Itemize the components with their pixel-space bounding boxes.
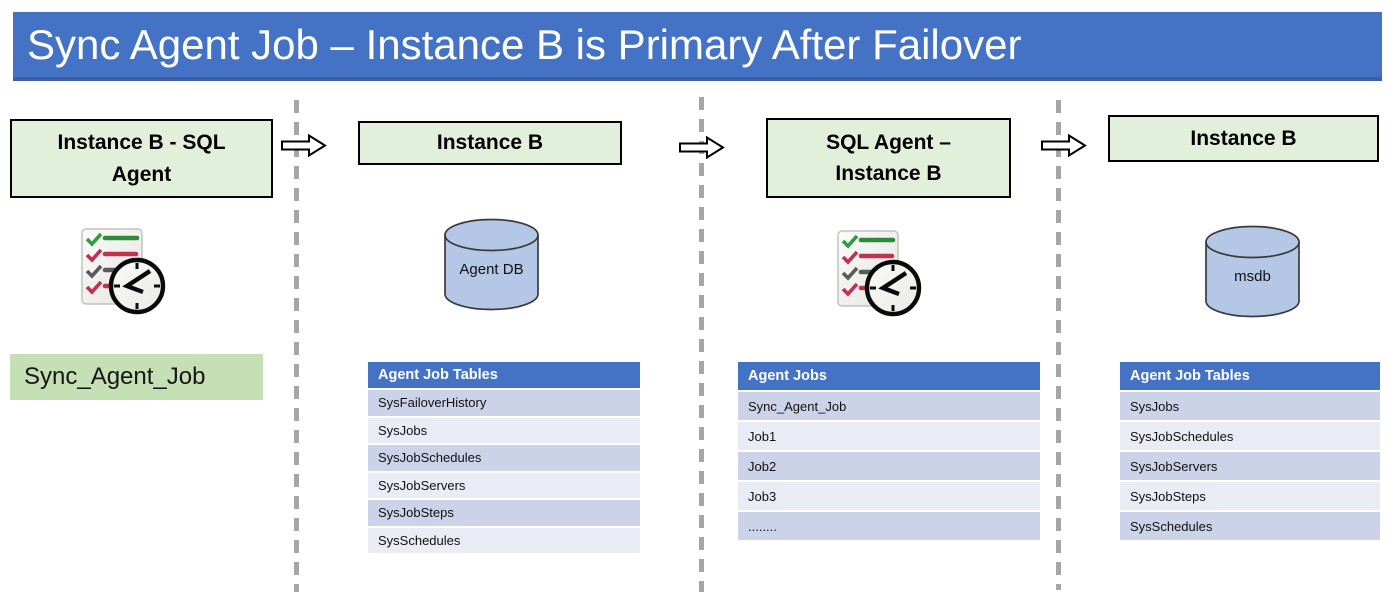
database-cylinder-icon <box>1205 225 1300 318</box>
column3-header-box: SQL Agent – Instance B <box>766 118 1011 198</box>
column2-header-label: Instance B <box>436 131 544 155</box>
agent-job-tables-table-2: Agent Job Tables SysJobs SysJobSchedules… <box>1120 362 1380 542</box>
table-row: Sync_Agent_Job <box>738 392 1040 420</box>
table-row: SysFailoverHistory <box>368 390 640 416</box>
task-list-clock-icon <box>81 228 166 315</box>
table-header: Agent Job Tables <box>368 362 640 388</box>
title-banner: Sync Agent Job – Instance B is Primary A… <box>13 12 1382 81</box>
table-row: SysJobSchedules <box>1120 422 1380 450</box>
msdb-label: msdb <box>1234 268 1271 285</box>
column3-header-label: SQL Agent – Instance B <box>826 130 951 186</box>
dashed-separator-3 <box>1056 100 1061 590</box>
sync-agent-job-label: Sync_Agent_Job <box>24 363 206 390</box>
table-row: SysJobs <box>368 417 640 443</box>
table-row: SysSchedules <box>368 527 640 553</box>
agent-db-cylinder: Agent DB <box>443 217 540 312</box>
sync-agent-job-box: Sync_Agent_Job <box>10 354 263 400</box>
task-list-clock-icon <box>837 230 922 317</box>
column2-header-box: Instance B <box>358 121 622 165</box>
table-row: SysJobSteps <box>1120 482 1380 510</box>
table-row: ........ <box>738 512 1040 540</box>
dashed-separator-2 <box>699 97 704 592</box>
agent-jobs-table: Agent Jobs Sync_Agent_Job Job1 Job2 Job3… <box>738 362 1040 542</box>
table-row: Job3 <box>738 482 1040 510</box>
table-row: SysJobServers <box>1120 452 1380 480</box>
msdb-cylinder: msdb <box>1204 224 1301 319</box>
table-row: SysJobServers <box>368 472 640 498</box>
agent-db-label: Agent DB <box>459 261 524 278</box>
page-title: Sync Agent Job – Instance B is Primary A… <box>27 20 1022 68</box>
table-row: SysJobs <box>1120 392 1380 420</box>
column1-header-label: Instance B - SQL Agent <box>57 131 226 186</box>
column1-header-box: Instance B - SQL Agent <box>10 119 273 198</box>
table-row: Job2 <box>738 452 1040 480</box>
table-header: Agent Job Tables <box>1120 362 1380 390</box>
agent-job-tables-table-1: Agent Job Tables SysFailoverHistory SysJ… <box>368 362 640 555</box>
flow-arrow-3-icon <box>1041 134 1087 157</box>
table-row: SysJobSteps <box>368 500 640 526</box>
table-row: Job1 <box>738 422 1040 450</box>
dashed-separator-1 <box>294 100 299 592</box>
table-row: SysSchedules <box>1120 512 1380 540</box>
table-row: SysJobSchedules <box>368 445 640 471</box>
table-header: Agent Jobs <box>738 362 1040 390</box>
flow-arrow-2-icon <box>679 136 725 159</box>
column4-header-label: Instance B <box>1190 126 1297 150</box>
database-cylinder-icon <box>444 218 539 311</box>
flow-arrow-1-icon <box>281 134 327 157</box>
column4-header-box: Instance B <box>1108 115 1379 162</box>
